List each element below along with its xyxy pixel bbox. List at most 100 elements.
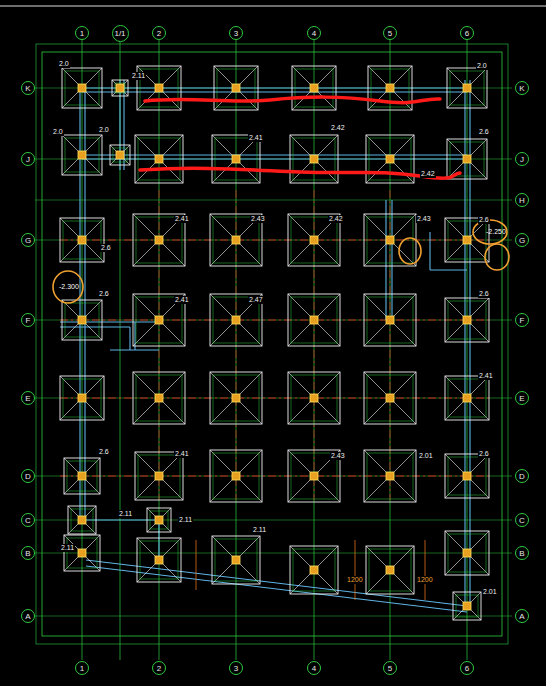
footing-step xyxy=(448,457,486,495)
markup-circle xyxy=(399,238,421,264)
footing-step xyxy=(456,595,478,617)
column-section xyxy=(155,155,163,163)
footing-slope xyxy=(447,68,487,108)
axis-bubble: K xyxy=(515,81,529,95)
footing-slope xyxy=(445,298,489,342)
grid-axis xyxy=(35,398,512,399)
footing-step xyxy=(63,221,101,259)
column-section xyxy=(386,472,394,480)
footing-tag: 2.11 xyxy=(131,72,146,80)
footing-tag: 2.43 xyxy=(416,215,432,223)
center-line xyxy=(60,320,490,321)
axis-label: G xyxy=(25,236,31,245)
footing-slope xyxy=(447,139,487,179)
column-section xyxy=(386,566,394,574)
column-section xyxy=(463,316,471,324)
axis-bubble: 5 xyxy=(383,26,397,40)
footing-tag: 2.0 xyxy=(98,126,110,134)
column-section xyxy=(78,236,86,244)
axis-label: 3 xyxy=(234,664,238,673)
footing-outline xyxy=(447,139,487,179)
column-section xyxy=(78,472,86,480)
footing-slope xyxy=(290,546,338,594)
axis-bubble: J xyxy=(21,152,35,166)
footing-outline xyxy=(366,546,414,594)
footing-tag: 2.42 xyxy=(328,215,344,223)
column-section xyxy=(78,84,86,92)
footing-slope xyxy=(214,66,258,110)
column-section xyxy=(116,84,124,92)
footing-slope xyxy=(62,300,102,340)
footing-tag: 2.6 xyxy=(478,450,490,458)
axis-label: D xyxy=(519,472,525,481)
axis-label: C xyxy=(25,516,31,525)
axis-bubble: 2 xyxy=(152,661,166,675)
axis-bubble: D xyxy=(515,469,529,483)
footing-step xyxy=(138,138,180,180)
footing-outline xyxy=(135,135,183,183)
column-section xyxy=(386,84,394,92)
footing-outline xyxy=(62,135,102,175)
footing-step xyxy=(113,148,127,162)
footing-tag: 2.0 xyxy=(58,60,70,68)
footing-tag: 2.6 xyxy=(478,290,490,298)
footing-slope xyxy=(133,372,185,424)
markup-circle xyxy=(485,244,509,270)
footing-step xyxy=(213,217,259,263)
foundation-beam xyxy=(385,200,386,320)
footing-step xyxy=(448,221,486,259)
axis-bubble: A xyxy=(21,609,35,623)
foundation-beam xyxy=(129,327,130,350)
footing-outline xyxy=(133,372,185,424)
axis-bubble: 1 xyxy=(75,661,89,675)
foundation-beam xyxy=(86,560,467,606)
footing-outline xyxy=(288,294,340,346)
axis-label: B xyxy=(519,549,524,558)
column-section xyxy=(386,316,394,324)
footing-tag: 2.11 xyxy=(60,544,75,552)
footing-outline xyxy=(445,531,489,575)
footing-outline xyxy=(137,538,181,582)
footing-step xyxy=(448,534,486,572)
footing-slope xyxy=(135,452,183,500)
footing-slope xyxy=(64,535,100,571)
footing-step xyxy=(291,375,337,421)
axis-label: K xyxy=(519,84,524,93)
axis-label: 6 xyxy=(465,664,469,673)
grid-axis xyxy=(35,320,512,321)
axis-label: A xyxy=(519,612,524,621)
grid-axis xyxy=(35,159,512,160)
footing-step xyxy=(115,83,125,93)
column-section xyxy=(232,556,240,564)
footing-step xyxy=(136,375,182,421)
footing-tag: 2.41 xyxy=(174,296,190,304)
footing-slope xyxy=(445,376,489,420)
foundation-beam xyxy=(110,349,159,350)
footing-slope xyxy=(453,592,481,620)
column-section xyxy=(310,236,318,244)
column-section xyxy=(232,236,240,244)
footing-outline xyxy=(214,66,258,110)
footing-tag: 2.42 xyxy=(330,124,346,132)
footing-tag: 2.0 xyxy=(476,62,488,70)
axis-label: F xyxy=(26,316,31,325)
axis-label: H xyxy=(519,196,525,205)
footing-tag: 2.11 xyxy=(178,516,193,524)
column-section xyxy=(116,151,124,159)
footing-slope xyxy=(445,531,489,575)
footing-slope xyxy=(212,536,260,584)
grid-axis xyxy=(35,616,512,617)
footing-slope xyxy=(447,139,487,179)
dimension-text: 1200 xyxy=(416,576,434,584)
footing-slope xyxy=(133,372,185,424)
footing-slope xyxy=(445,454,489,498)
dimension-line xyxy=(355,540,356,600)
footing-slope xyxy=(364,372,416,424)
column-section xyxy=(310,84,318,92)
footing-tag: 2.41 xyxy=(174,215,190,223)
grid-axis xyxy=(35,520,512,521)
footing-slope xyxy=(68,506,96,534)
axis-bubble: 5 xyxy=(383,661,397,675)
column-section xyxy=(155,394,163,402)
footing-slope xyxy=(364,214,416,266)
